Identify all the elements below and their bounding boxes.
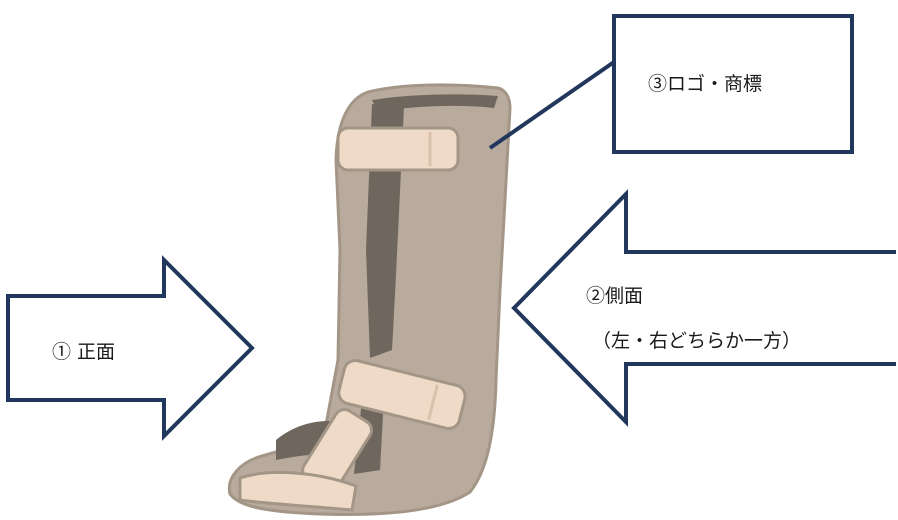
side-label: ②側面 xyxy=(586,285,644,307)
leg-brace-illustration xyxy=(227,83,512,516)
front-arrow xyxy=(6,255,255,441)
side-label-note: （左・右どちらか一方） xyxy=(592,330,802,352)
side-arrow xyxy=(511,189,896,427)
logo-label: ③ロゴ・商標 xyxy=(648,73,763,95)
logo-callout-box xyxy=(612,14,854,154)
logo-leader-line xyxy=(488,60,616,150)
upper-strap xyxy=(336,126,460,172)
middle-strap xyxy=(337,358,467,430)
sole-strap xyxy=(238,470,358,512)
front-label: ① 正面 xyxy=(52,341,116,363)
